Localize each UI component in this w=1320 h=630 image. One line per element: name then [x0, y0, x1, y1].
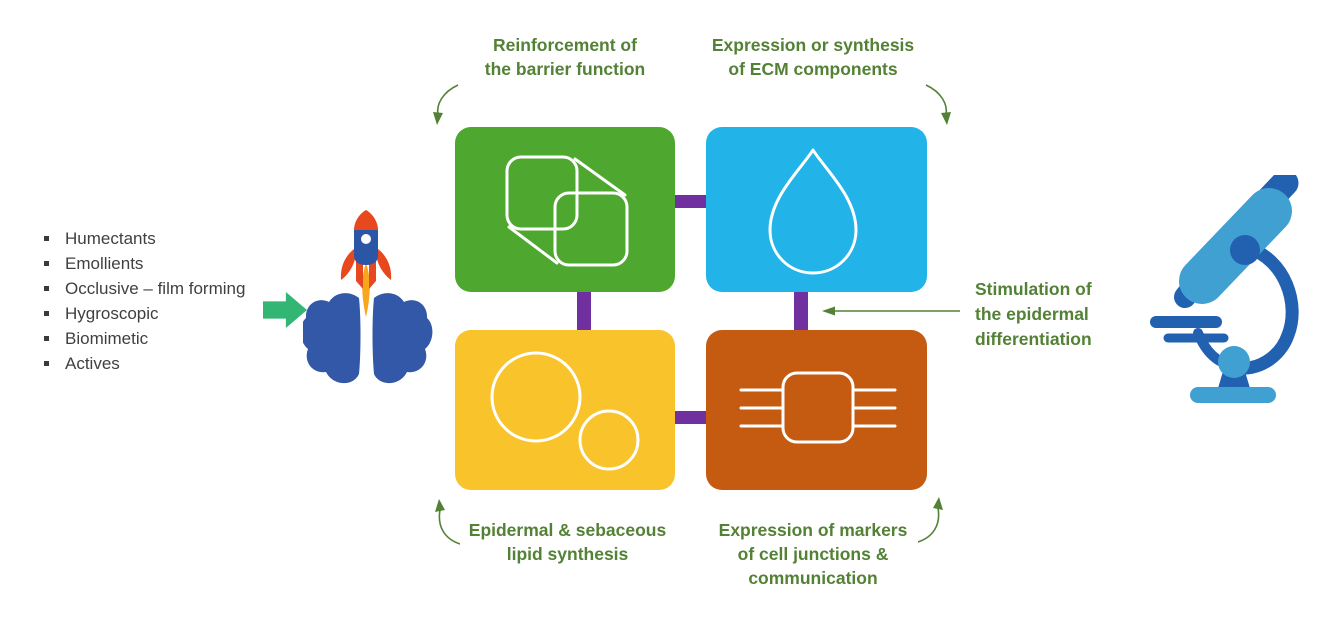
label-line: Reinforcement of	[493, 35, 637, 55]
right-block-arrow-icon	[263, 292, 307, 328]
label-line: Expression or synthesis	[711, 35, 915, 55]
list-item-label: Emollients	[65, 253, 144, 273]
connector-blue-orange	[794, 286, 808, 336]
list-item: Occlusive – film forming	[38, 276, 245, 301]
label-line: the epidermal	[975, 304, 1089, 324]
cell-junction-chip-icon	[739, 371, 897, 444]
square-bullet-icon	[44, 361, 49, 366]
lipid-circles-icon	[490, 351, 640, 471]
label-line: Stimulation of	[975, 279, 1092, 299]
box-ecm-components	[706, 127, 927, 292]
label-cell-junctions: Expression of markers of cell junctions …	[688, 518, 938, 590]
box-cell-junctions	[706, 330, 927, 490]
list-item: Biomimetic	[38, 326, 245, 351]
label-epidermal-differentiation: Stimulation of the epidermal differentia…	[975, 277, 1125, 352]
label-line: Expression of markers	[718, 520, 908, 540]
curved-arrow-up-icon	[918, 497, 943, 543]
label-line: of cell junctions &	[737, 544, 889, 564]
square-bullet-icon	[44, 236, 49, 241]
label-line: differentiation	[975, 329, 1092, 349]
list-item-label: Humectants	[65, 228, 156, 248]
connector-yellow-orange	[668, 411, 712, 424]
list-item: Hygroscopic	[38, 301, 245, 326]
label-line: Epidermal & sebaceous	[468, 520, 667, 540]
curved-arrow-down-icon	[925, 84, 951, 125]
rocket-launch-icon	[303, 210, 433, 384]
label-line: lipid synthesis	[506, 544, 629, 564]
list-item-label: Occlusive – film forming	[65, 278, 246, 298]
box-lipid-synthesis	[455, 330, 675, 490]
box-barrier-function	[455, 127, 675, 292]
list-item: Actives	[38, 351, 245, 376]
square-bullet-icon	[44, 261, 49, 266]
square-bullet-icon	[44, 286, 49, 291]
label-ecm-components: Expression or synthesis of ECM component…	[688, 33, 938, 81]
label-barrier-function: Reinforcement of the barrier function	[440, 33, 690, 81]
label-line: of ECM components	[728, 59, 898, 79]
label-line: communication	[748, 568, 878, 588]
list-item-label: Biomimetic	[65, 328, 149, 348]
connector-green-blue	[668, 195, 712, 208]
connector-green-yellow	[577, 286, 591, 336]
microscope-icon	[1150, 175, 1299, 403]
square-bullet-icon	[44, 311, 49, 316]
list-item: Emollients	[38, 251, 245, 276]
ingredient-list: Humectants Emollients Occlusive – film f…	[38, 226, 245, 376]
list-item-label: Actives	[65, 353, 120, 373]
list-item-label: Hygroscopic	[65, 303, 159, 323]
curved-arrow-up-icon	[435, 499, 460, 545]
label-lipid-synthesis: Epidermal & sebaceous lipid synthesis	[440, 518, 695, 566]
square-bullet-icon	[44, 336, 49, 341]
label-line: the barrier function	[484, 59, 646, 79]
overlapping-squares-icon	[505, 155, 629, 267]
list-item: Humectants	[38, 226, 245, 251]
water-drop-icon	[768, 148, 858, 275]
curved-arrow-down-icon	[433, 84, 459, 125]
left-arrow-icon	[822, 306, 960, 316]
